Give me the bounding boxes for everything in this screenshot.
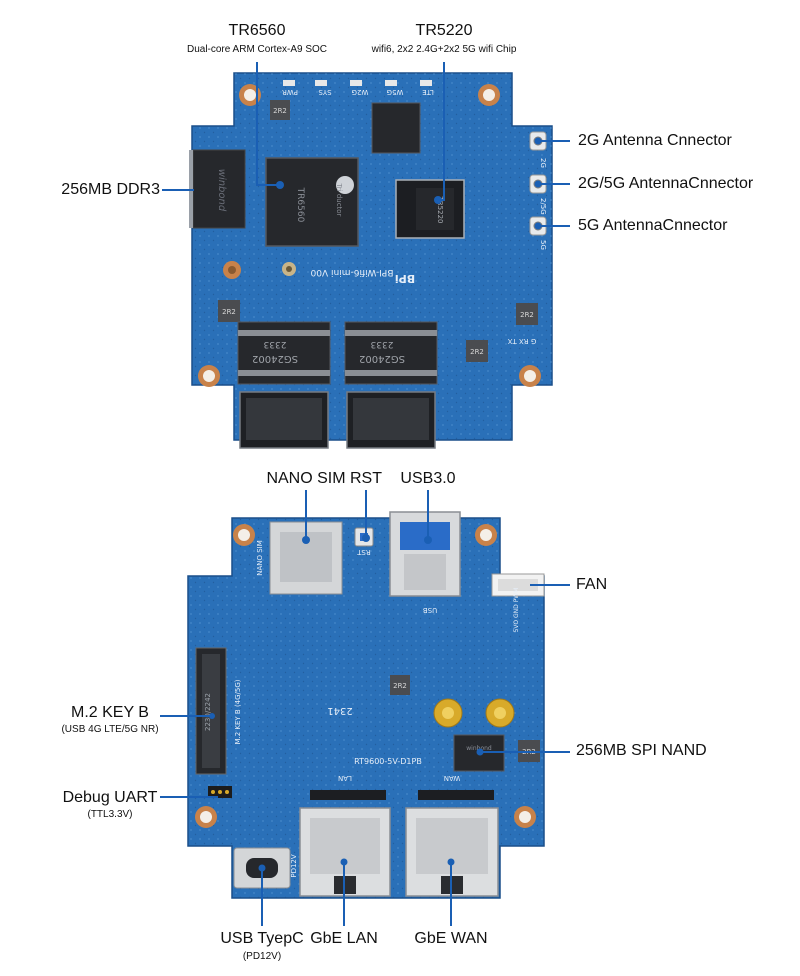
usb-silk: USB	[423, 606, 438, 614]
debug-header	[208, 786, 232, 798]
tr6560-subtitle: Dual-core ARM Cortex-A9 SOC	[186, 44, 328, 55]
usb-c-sublabel: (PD12V)	[242, 951, 282, 962]
pd-silk: PD12V	[290, 854, 298, 878]
gbe-wan-label: GbE WAN	[414, 930, 488, 947]
tr5220-subtitle: wifi6, 2x2 2.4G+2x2 5G wifi Chip	[371, 44, 517, 55]
antenna-25g-label: 2G/5G AntennaCnnector	[578, 175, 754, 192]
m2-sublabel: (USB 4G LTE/5G NR)	[61, 724, 159, 735]
led-label-w2g: W2G	[352, 88, 369, 96]
inductor-silk-bottom: 2R2	[393, 682, 407, 690]
uart-pins-silk: G RX TX	[507, 337, 536, 345]
tr5220-title: TR5220	[415, 22, 473, 39]
usb3-label: USB3.0	[400, 470, 456, 487]
bpi-logo-silk: BPi	[395, 272, 415, 285]
status-leds: PWR SYS W2G W5G LTE	[282, 80, 434, 96]
rst-label: RST	[350, 470, 382, 487]
leader-lines	[160, 62, 570, 926]
xfmr-code-silk: 2333	[371, 339, 394, 349]
inductor-silk: 2R2	[520, 311, 534, 319]
m2-size-silk: 2230/2242	[204, 693, 212, 731]
xfmr-model-silk: SG24002	[359, 353, 405, 364]
xfmr-model-silk: SG24002	[252, 353, 298, 364]
inductor-silk: 2R2	[222, 308, 236, 316]
leader-dots	[209, 137, 542, 872]
inductors: 2R2 2R2 2R2 2R2	[218, 100, 538, 362]
lan-silk: LAN	[338, 774, 352, 782]
reset-button: RST	[354, 527, 374, 556]
usb-c-label: USB TyepC	[220, 930, 304, 947]
rst-silk: RST	[356, 548, 370, 556]
svg-text:winbond: winbond	[216, 169, 227, 212]
sim-silk: NANO SIM	[256, 540, 264, 576]
soc-model-silk: TR6560	[295, 187, 305, 223]
m2-silk: M.2 KEY B (4G/5G)	[234, 679, 242, 744]
spi-nand-label: 256MB SPI NAND	[576, 742, 707, 759]
gbe-lan-label: GbE LAN	[310, 930, 378, 947]
model-silk: RT9600-5V-D1PB	[354, 757, 422, 766]
wan-silk: WAN	[444, 774, 461, 782]
antenna-connectors: 2G 2/5G 5G	[529, 131, 547, 250]
bottom-board: NANO SIM RST USB 5VO GND PWM 2230/2242 M…	[187, 511, 545, 899]
soc-chip: Tri ductor TR6560	[265, 157, 359, 247]
led-label-lte: LTE	[422, 88, 434, 96]
mounting-holes	[198, 84, 541, 387]
board-name-silk: BPI-Wifi6-mini V00	[310, 267, 393, 277]
top-board: PWR SYS W2G W5G LTE winbond Tri ductor T…	[189, 72, 553, 449]
led-label-sys: SYS	[318, 88, 332, 96]
wifi-model-silk: TR5220	[436, 196, 444, 224]
m2-slot: 2230/2242 M.2 KEY B (4G/5G)	[195, 647, 242, 775]
ant-silk-5g: 5G	[539, 240, 547, 250]
debug-uart-label: Debug UART	[62, 789, 158, 806]
led-label-pwr: PWR	[282, 88, 298, 96]
inductor-silk: 2R2	[470, 348, 484, 356]
ant-silk-2g: 2G	[539, 158, 547, 168]
usb-c-port: PD12V	[233, 847, 298, 889]
antenna-2g-label: 2G Antenna Cnnector	[578, 132, 732, 149]
fan-silk: 5VO GND PWM	[513, 588, 520, 633]
date-code-silk: 2341	[327, 705, 352, 716]
ethernet-transformers: 2333 SG24002 2333 SG24002	[237, 321, 438, 385]
usb3-port: USB	[389, 511, 461, 614]
svg-text:winbond: winbond	[466, 745, 492, 752]
debug-uart-sublabel: (TTL3.3V)	[87, 809, 133, 820]
mounting-holes-bottom	[195, 524, 536, 828]
wifi-chip: TR5220	[395, 179, 465, 239]
fan-label: FAN	[576, 576, 608, 593]
soc-brand-silk: Tri ductor	[335, 183, 343, 217]
ddr3-label: 256MB DDR3	[61, 181, 160, 198]
xfmr-code-silk: 2333	[264, 339, 287, 349]
inductor-silk: 2R2	[273, 107, 287, 115]
led-label-w5g: W5G	[387, 88, 404, 96]
tr6560-title: TR6560	[228, 22, 286, 39]
m2-label: M.2 KEY B	[71, 704, 149, 721]
rj45-ports-top	[239, 391, 436, 449]
ddr3-chip: winbond	[189, 149, 246, 229]
antenna-5g-label: 5G AntennaCnnector	[578, 217, 728, 234]
nano-sim-label: NANO SIM	[266, 470, 346, 487]
ant-silk-25g: 2/5G	[539, 198, 547, 215]
